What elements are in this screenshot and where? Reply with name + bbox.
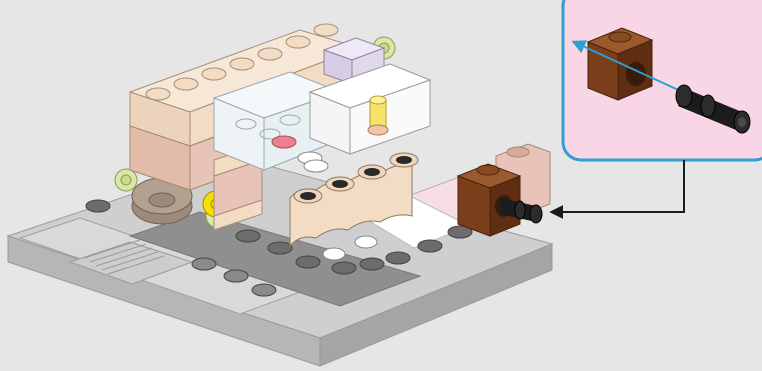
callout-box (563, 0, 762, 160)
brown-technic-brick-on-model (458, 164, 520, 236)
pointer-arrow (552, 160, 684, 212)
flower-lime-left (115, 169, 137, 191)
model (8, 24, 552, 366)
